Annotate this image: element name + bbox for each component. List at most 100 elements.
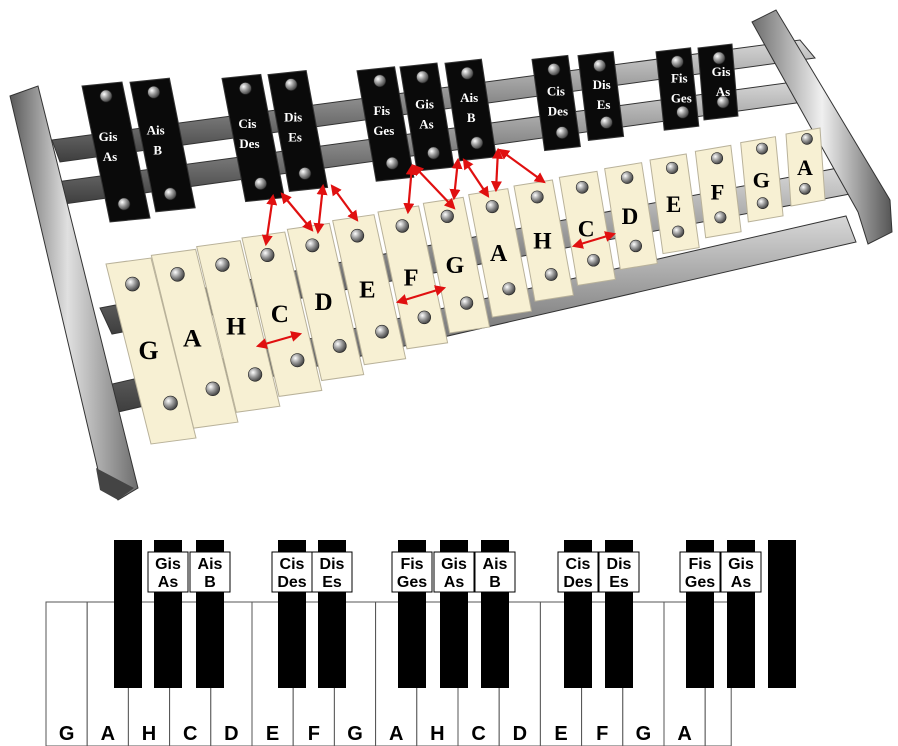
white-key-label: C: [183, 723, 197, 745]
screw-icon: [756, 143, 767, 154]
natural-bar-label: H: [533, 229, 551, 255]
accidental-bar-bottom-label: Des: [239, 136, 259, 151]
natural-bar-label: A: [490, 241, 508, 267]
accidental-bar: FisGes: [656, 48, 699, 130]
screw-icon: [333, 339, 346, 352]
screw-icon: [594, 60, 606, 72]
white-key-label: G: [59, 723, 75, 745]
white-key-label: A: [389, 723, 403, 745]
black-key: [768, 540, 796, 688]
screw-icon: [671, 56, 683, 68]
black-key-top-label: Cis: [566, 556, 591, 573]
black-key-bottom-label: Ges: [685, 574, 715, 591]
white-key-label: D: [513, 723, 527, 745]
black-key: CisDes: [272, 540, 312, 688]
double-arrow-icon: [454, 160, 458, 198]
white-key-label: F: [596, 723, 608, 745]
double-arrow-icon: [500, 150, 544, 182]
screw-icon: [118, 198, 130, 210]
natural-bar-label: E: [666, 192, 681, 217]
white-key-label: H: [430, 723, 444, 745]
screw-icon: [376, 325, 389, 338]
accidental-bar-bottom-label: B: [153, 142, 162, 157]
black-key-top-label: Gis: [441, 556, 467, 573]
screw-icon: [374, 75, 386, 87]
screw-icon: [677, 106, 689, 118]
accidental-bar-top-label: Fis: [671, 70, 688, 85]
screw-icon: [461, 67, 473, 79]
screw-icon: [100, 90, 112, 102]
black-key: DisEs: [312, 540, 352, 688]
accidental-bar-top-label: Cis: [547, 83, 565, 98]
screw-icon: [248, 368, 262, 382]
black-key-bottom-label: As: [731, 574, 752, 591]
black-key-top-label: Fis: [400, 556, 423, 573]
black-key-bottom-label: B: [204, 574, 216, 591]
screw-icon: [428, 147, 440, 159]
piano-keyboard: GAHCDEFGAHCDEFGAGisAsAisBCisDesDisEsFisG…: [46, 540, 796, 746]
double-arrow-icon: [282, 194, 312, 230]
natural-bar: A: [786, 128, 825, 206]
black-key-bottom-label: Ges: [397, 574, 427, 591]
screw-icon: [418, 311, 431, 324]
screw-icon: [621, 172, 633, 184]
screw-icon: [471, 137, 483, 149]
black-key-top-label: Fis: [688, 556, 711, 573]
accidental-bar: GisAs: [698, 44, 738, 120]
screw-icon: [711, 153, 722, 164]
screw-icon: [672, 226, 684, 238]
white-key-label: A: [677, 723, 691, 745]
screw-icon: [545, 268, 557, 280]
natural-bar: E: [650, 154, 699, 254]
screw-icon: [386, 157, 398, 169]
white-key-label: H: [142, 723, 156, 745]
black-key-top-label: Gis: [155, 556, 181, 573]
natural-bar-label: A: [183, 324, 202, 353]
screw-icon: [148, 86, 160, 98]
screw-icon: [351, 229, 364, 242]
natural-bar-label: G: [445, 252, 464, 279]
black-key: GisAs: [721, 540, 761, 688]
double-arrow-icon: [332, 186, 357, 220]
screw-icon: [630, 240, 642, 252]
screw-icon: [531, 191, 543, 203]
screw-icon: [556, 127, 568, 139]
accidental-bar-top-label: Ais: [460, 90, 478, 105]
black-key: AisB: [475, 540, 515, 688]
screw-icon: [715, 212, 726, 223]
screw-icon: [486, 200, 498, 212]
screw-icon: [666, 162, 678, 174]
accidental-bar-top-label: Ais: [147, 122, 165, 137]
natural-bar-label: C: [578, 216, 595, 242]
screw-icon: [306, 239, 319, 252]
screw-icon: [291, 354, 304, 367]
natural-bar-label: D: [622, 203, 639, 229]
natural-bar-label: H: [226, 311, 246, 340]
black-key-bottom-label: Des: [563, 574, 592, 591]
natural-bar-label: A: [797, 155, 813, 180]
white-key-label: C: [471, 723, 485, 745]
natural-bar: D: [605, 163, 658, 270]
accidental-bar-bottom-label: Ges: [671, 90, 692, 105]
natural-bar-label: E: [359, 277, 375, 304]
accidental-bar-bottom-label: As: [103, 149, 117, 164]
natural-bar-label: G: [753, 167, 770, 192]
black-key-bottom-label: As: [444, 574, 465, 591]
white-key-label: G: [636, 723, 652, 745]
screw-icon: [576, 181, 588, 193]
screw-icon: [713, 52, 725, 64]
black-key: DisEs: [599, 540, 639, 688]
screw-icon: [164, 396, 178, 410]
screw-icon: [239, 82, 251, 94]
natural-bar-label: D: [315, 289, 333, 316]
black-key-top-label: Dis: [320, 556, 345, 573]
white-key-label: E: [554, 723, 567, 745]
accidental-bar-bottom-label: Ges: [373, 123, 394, 138]
screw-icon: [600, 116, 612, 128]
natural-bar-label: G: [138, 336, 158, 365]
accidental-bar-top-label: Gis: [712, 64, 731, 79]
